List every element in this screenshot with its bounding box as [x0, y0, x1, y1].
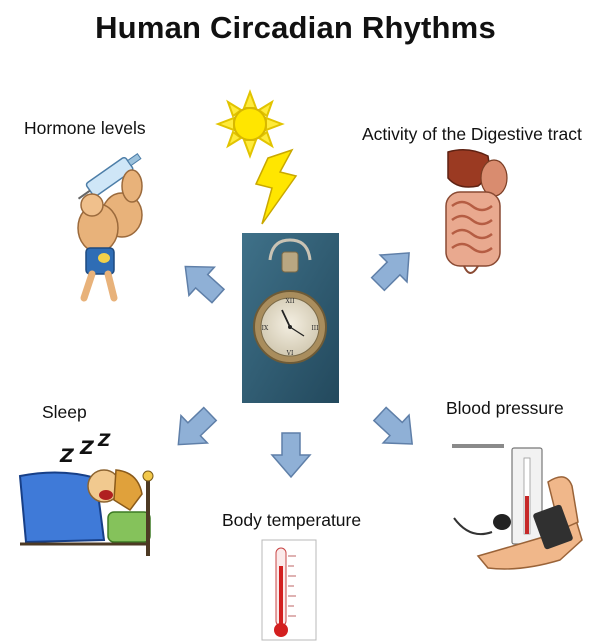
arrow-to-body-temperature: [272, 433, 310, 477]
lightning-icon: [256, 150, 296, 224]
arrow-to-blood-pressure: [367, 400, 425, 458]
arrow-to-hormone: [173, 252, 231, 310]
blood-pressure-cuff-icon: [452, 444, 582, 569]
sun-icon: [218, 92, 282, 156]
pocket-watch-image: XII VI IX III: [242, 233, 339, 403]
svg-text:VI: VI: [286, 350, 294, 357]
svg-text:Z: Z: [79, 437, 95, 459]
sleeping-person-icon: Z Z Z: [20, 431, 153, 556]
arrow-to-sleep: [165, 400, 223, 458]
svg-text:XII: XII: [285, 298, 295, 305]
bodybuilder-syringe-icon: [74, 150, 144, 298]
svg-text:Z: Z: [59, 445, 75, 467]
svg-text:III: III: [311, 325, 319, 332]
digestive-organs-icon: [446, 150, 507, 273]
arrow-to-digestive: [365, 239, 423, 297]
svg-text:Z: Z: [97, 431, 111, 451]
thermometer-icon: [262, 540, 316, 640]
svg-text:IX: IX: [262, 325, 269, 332]
